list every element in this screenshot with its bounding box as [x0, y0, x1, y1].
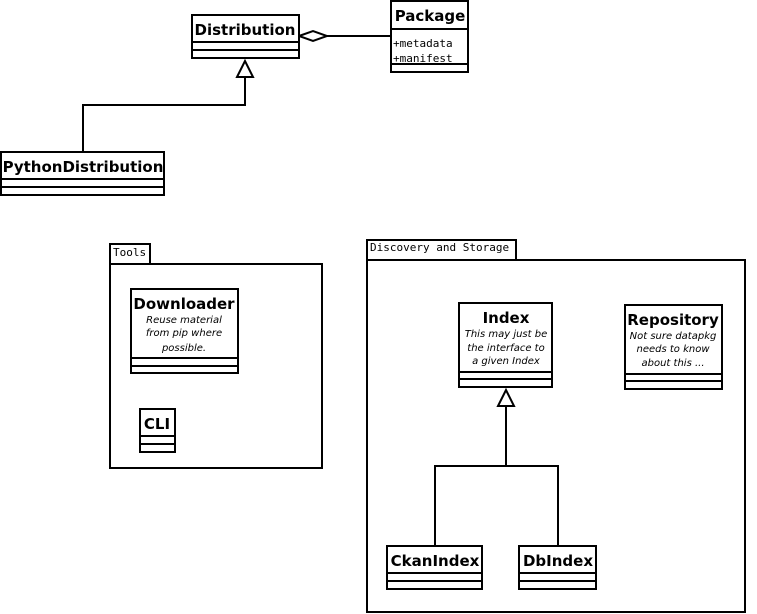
repository-note-line-1: Not sure datapkg	[630, 331, 717, 342]
class-ckan-index-name: CkanIndex	[391, 552, 480, 570]
aggregation-diamond	[296, 29, 330, 43]
class-downloader[interactable]: Downloader Reuse material from pip where…	[130, 288, 239, 374]
downloader-note-line-1: Reuse material	[146, 315, 222, 326]
class-package[interactable]: Package +metadata +manifest	[390, 0, 469, 73]
generalization-index	[434, 387, 559, 546]
class-ckan-index[interactable]: CkanIndex	[386, 545, 483, 590]
class-index[interactable]: Index This may just be the interface to …	[458, 302, 553, 388]
index-note-line-2: the interface to	[467, 343, 544, 354]
inheritance-arrow-index	[496, 387, 516, 407]
class-index-name: Index	[483, 309, 530, 327]
class-python-distribution-name: PythonDistribution	[3, 158, 164, 176]
class-distribution[interactable]: Distribution	[191, 14, 300, 59]
repository-note-line-3: about this ...	[642, 358, 705, 369]
downloader-note-line-2: from pip where	[146, 328, 222, 339]
package-attribute-manifest: +manifest	[393, 52, 453, 65]
class-cli-name: CLI	[144, 415, 170, 433]
class-repository-name: Repository	[627, 311, 719, 329]
class-db-index-name: DbIndex	[523, 552, 593, 570]
package-discovery-label: Discovery and Storage	[370, 241, 509, 254]
index-note-line-1: This may just be	[465, 329, 548, 340]
class-package-name: Package	[395, 7, 466, 25]
repository-note-line-2: needs to know	[636, 344, 710, 355]
downloader-note-line-3: possible.	[161, 343, 206, 354]
class-db-index[interactable]: DbIndex	[518, 545, 597, 590]
class-distribution-name: Distribution	[195, 21, 296, 39]
aggregation-distribution-package	[296, 29, 391, 43]
generalization-python-distribution	[82, 58, 255, 152]
index-note-line-3: a given Index	[472, 356, 540, 367]
package-tools-label: Tools	[113, 246, 146, 259]
class-repository[interactable]: Repository Not sure datapkg needs to kno…	[624, 304, 723, 390]
inheritance-arrow-distribution	[235, 58, 255, 78]
class-python-distribution[interactable]: PythonDistribution	[0, 151, 165, 196]
class-downloader-name: Downloader	[133, 295, 235, 313]
package-attribute-metadata: +metadata	[393, 37, 453, 50]
class-cli[interactable]: CLI	[139, 408, 176, 453]
